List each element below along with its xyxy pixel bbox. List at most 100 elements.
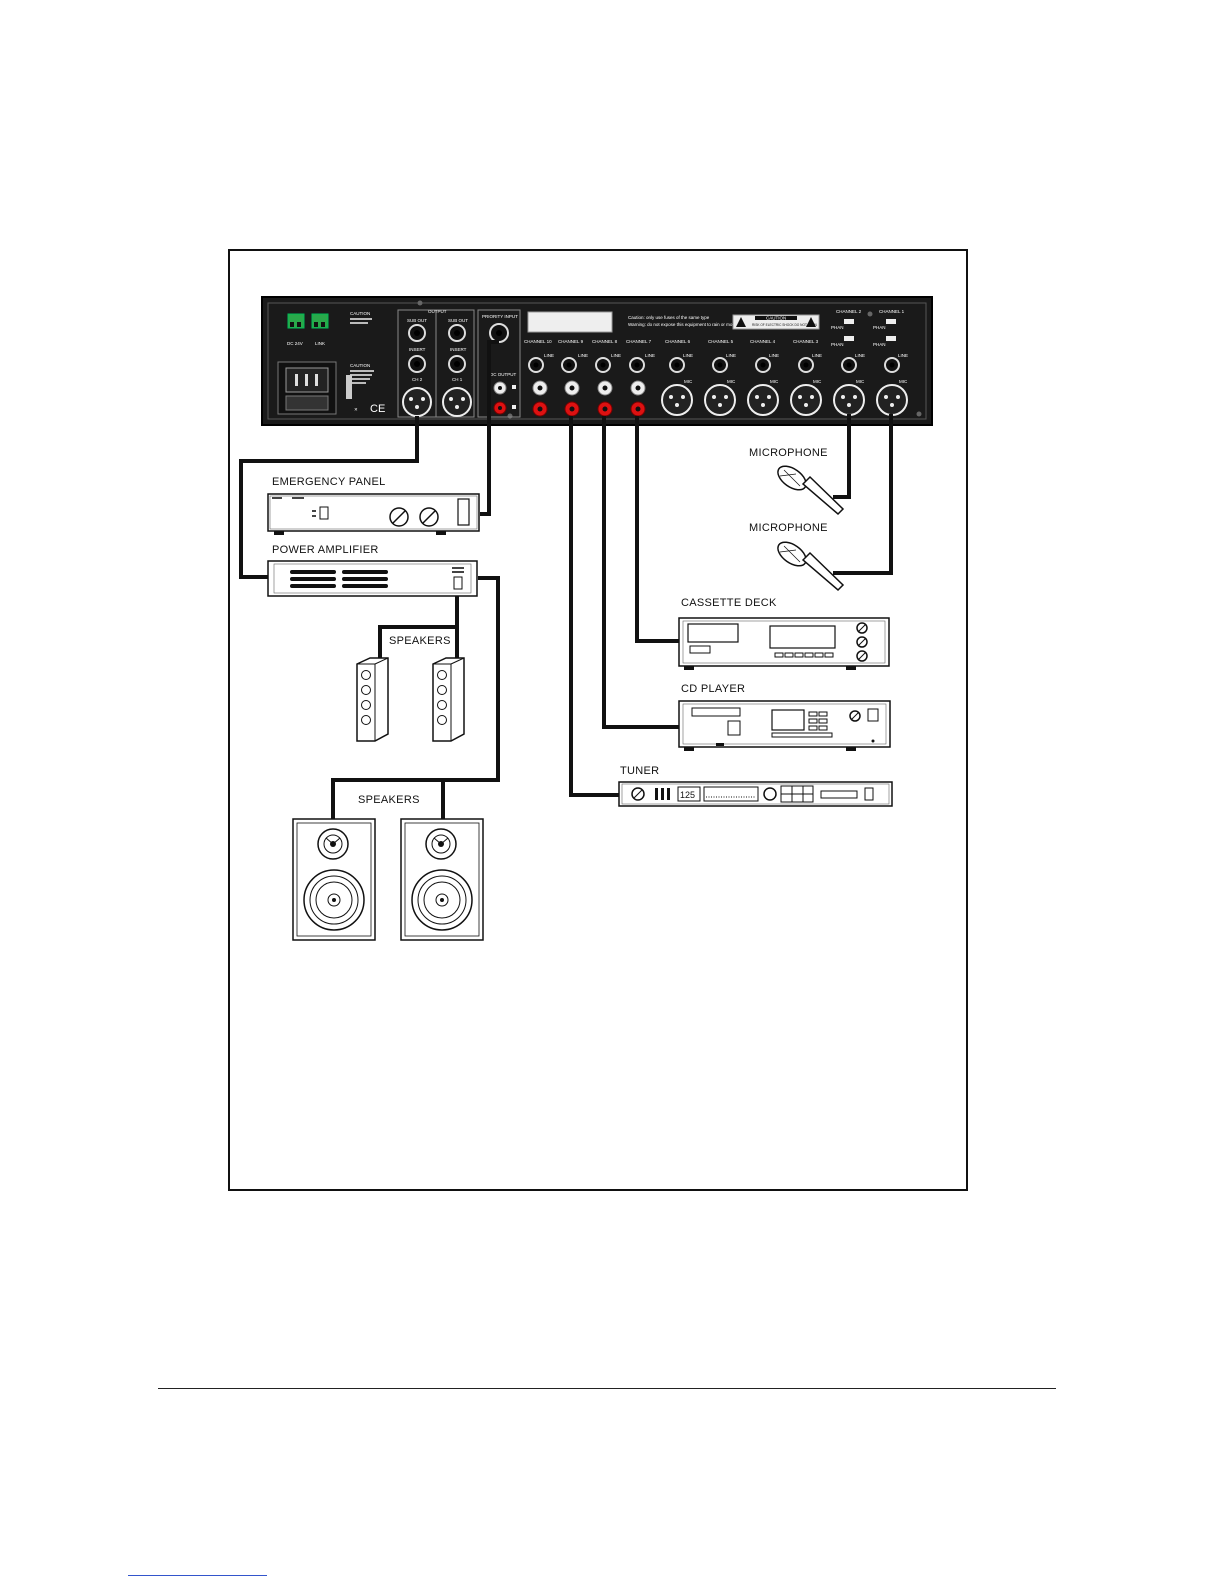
cable-ch9-to-tuner bbox=[569, 416, 619, 797]
ch1-label: CH 1 bbox=[452, 377, 463, 382]
channel-10-label: CHANNEL 10 bbox=[524, 339, 552, 344]
channel-1-label: CHANNEL 1 bbox=[879, 309, 905, 314]
speakers-bottom-label: SPEAKERS bbox=[358, 794, 420, 806]
channel-5-label: CHANNEL 5 bbox=[708, 339, 734, 344]
line-label: LINE bbox=[544, 353, 554, 358]
weee-icon: ✕ bbox=[354, 407, 358, 412]
cable-amp-to-large-speakers bbox=[331, 576, 500, 821]
line-label: LINE bbox=[578, 353, 588, 358]
svg-text:MIC: MIC bbox=[770, 379, 779, 384]
svg-text:LINE: LINE bbox=[769, 353, 779, 358]
mixer-rear-panel: DC 24V LINK CAUTION CAUTION ✕ CE OUTPUT … bbox=[261, 296, 933, 426]
channel-5-inputs: LINE MIC bbox=[704, 353, 736, 416]
ce-mark: CE bbox=[370, 403, 385, 415]
channel-3-inputs: LINE MIC bbox=[790, 353, 822, 416]
line-label: LINE bbox=[611, 353, 621, 358]
tuner-frequency-display: 125 bbox=[680, 790, 695, 800]
link-terminal: LINK bbox=[311, 313, 329, 346]
channel-2-inputs: LINE MIC bbox=[833, 353, 865, 416]
fuse-label bbox=[346, 375, 352, 399]
channel-4-inputs: LINE MIC bbox=[747, 353, 779, 416]
svg-text:LINE: LINE bbox=[726, 353, 736, 358]
phan-label: PHAN bbox=[831, 325, 844, 330]
phan-label: PHAN bbox=[831, 342, 844, 347]
footer-link-underline[interactable] bbox=[128, 1575, 267, 1576]
cable-ch1-to-mic2 bbox=[833, 414, 893, 575]
xlr-out-ch2 bbox=[402, 387, 432, 417]
power-socket bbox=[277, 361, 337, 415]
insert-a-label: INSERT bbox=[409, 347, 426, 352]
microphone-2-icon bbox=[777, 541, 845, 592]
cable-ch8-to-cdplayer bbox=[602, 416, 679, 729]
ch2-label: CH 2 bbox=[412, 377, 423, 382]
cables bbox=[239, 340, 893, 821]
footer-divider bbox=[158, 1388, 1056, 1389]
channel-7-inputs: LINE bbox=[629, 353, 655, 417]
channel-8-label: CHANNEL 8 bbox=[592, 339, 618, 344]
sub-out-a-label: SUB OUT bbox=[407, 318, 427, 323]
dc-output-label: DC OUTPUT bbox=[490, 372, 516, 377]
tuner-device: 125 bbox=[618, 781, 893, 807]
moisture-warning: Warning: do not expose this equipment to… bbox=[628, 322, 744, 327]
microphone-1-label: MICROPHONE bbox=[749, 447, 828, 459]
cable-output-to-amplifier bbox=[239, 416, 419, 579]
insert-b-label: INSERT bbox=[450, 347, 467, 352]
power-amplifier-label: POWER AMPLIFIER bbox=[272, 544, 379, 556]
svg-text:MIC: MIC bbox=[813, 379, 822, 384]
svg-text:MIC: MIC bbox=[727, 379, 736, 384]
channel-6-inputs: LINE MIC bbox=[661, 353, 693, 416]
channel-7-label: CHANNEL 7 bbox=[626, 339, 652, 344]
diagram-frame bbox=[228, 249, 968, 1191]
column-speaker-left bbox=[356, 657, 389, 742]
svg-text:RISK OF ELECTRIC SHOCK DO NOT: RISK OF ELECTRIC SHOCK DO NOT OPEN bbox=[752, 323, 817, 327]
power-amplifier-device bbox=[267, 560, 478, 597]
emergency-panel-device bbox=[267, 493, 480, 535]
channel-2-label: CHANNEL 2 bbox=[836, 309, 862, 314]
line-label: LINE bbox=[645, 353, 655, 358]
channel-6-label: CHANNEL 6 bbox=[665, 339, 691, 344]
speakers-top-label: SPEAKERS bbox=[389, 635, 451, 647]
svg-text:LINE: LINE bbox=[898, 353, 908, 358]
channel-3-label: CHANNEL 3 bbox=[793, 339, 819, 344]
output-header: OUTPUT bbox=[428, 309, 447, 314]
cable-ch7-to-cassette bbox=[635, 416, 679, 643]
channel-4-label: CHANNEL 4 bbox=[750, 339, 776, 344]
phan-label: PHAN bbox=[873, 342, 886, 347]
channel-9-label: CHANNEL 9 bbox=[558, 339, 584, 344]
fuse-caution: Caution: only use fuses of the same type bbox=[628, 315, 710, 320]
cd-player-device bbox=[678, 700, 891, 751]
microphone-1-icon bbox=[777, 465, 845, 516]
cable-amp-to-small-speakers bbox=[378, 596, 459, 660]
link-label: LINK bbox=[315, 341, 325, 346]
svg-text:LINE: LINE bbox=[683, 353, 693, 358]
emergency-panel-label: EMERGENCY PANEL bbox=[272, 476, 386, 488]
tuner-label: TUNER bbox=[620, 765, 659, 777]
svg-text:MIC: MIC bbox=[899, 379, 908, 384]
cd-player-label: CD PLAYER bbox=[681, 683, 745, 695]
monitor-speaker-right bbox=[400, 818, 484, 941]
svg-text:MIC: MIC bbox=[684, 379, 693, 384]
dc24v-terminal: DC 24V bbox=[287, 313, 305, 346]
microphone-2-label: MICROPHONE bbox=[749, 522, 828, 534]
phan-label: PHAN bbox=[873, 325, 886, 330]
svg-text:MIC: MIC bbox=[856, 379, 865, 384]
caution-1-title: CAUTION bbox=[350, 311, 370, 316]
cable-ch2-to-mic1 bbox=[833, 414, 851, 499]
channel-9-inputs: LINE bbox=[561, 353, 588, 417]
column-speaker-right bbox=[432, 657, 465, 742]
caution-box: CAUTION RISK OF ELECTRIC SHOCK DO NOT OP… bbox=[732, 314, 820, 330]
xlr-out-ch1 bbox=[442, 387, 472, 417]
priority-input-label: PRIORITY INPUT bbox=[482, 314, 518, 319]
svg-text:LINE: LINE bbox=[855, 353, 865, 358]
svg-text:LINE: LINE bbox=[812, 353, 822, 358]
dc24v-label: DC 24V bbox=[287, 341, 303, 346]
cable-priority-to-emergency bbox=[480, 340, 499, 516]
sub-out-b-label: SUB OUT bbox=[448, 318, 468, 323]
caution-2-title: CAUTION bbox=[350, 363, 370, 368]
monitor-speaker-left bbox=[292, 818, 376, 941]
cassette-deck-device bbox=[678, 617, 890, 670]
cassette-deck-label: CASSETTE DECK bbox=[681, 597, 777, 609]
channel-10-inputs: LINE bbox=[528, 353, 554, 417]
svg-text:CAUTION: CAUTION bbox=[766, 316, 786, 321]
